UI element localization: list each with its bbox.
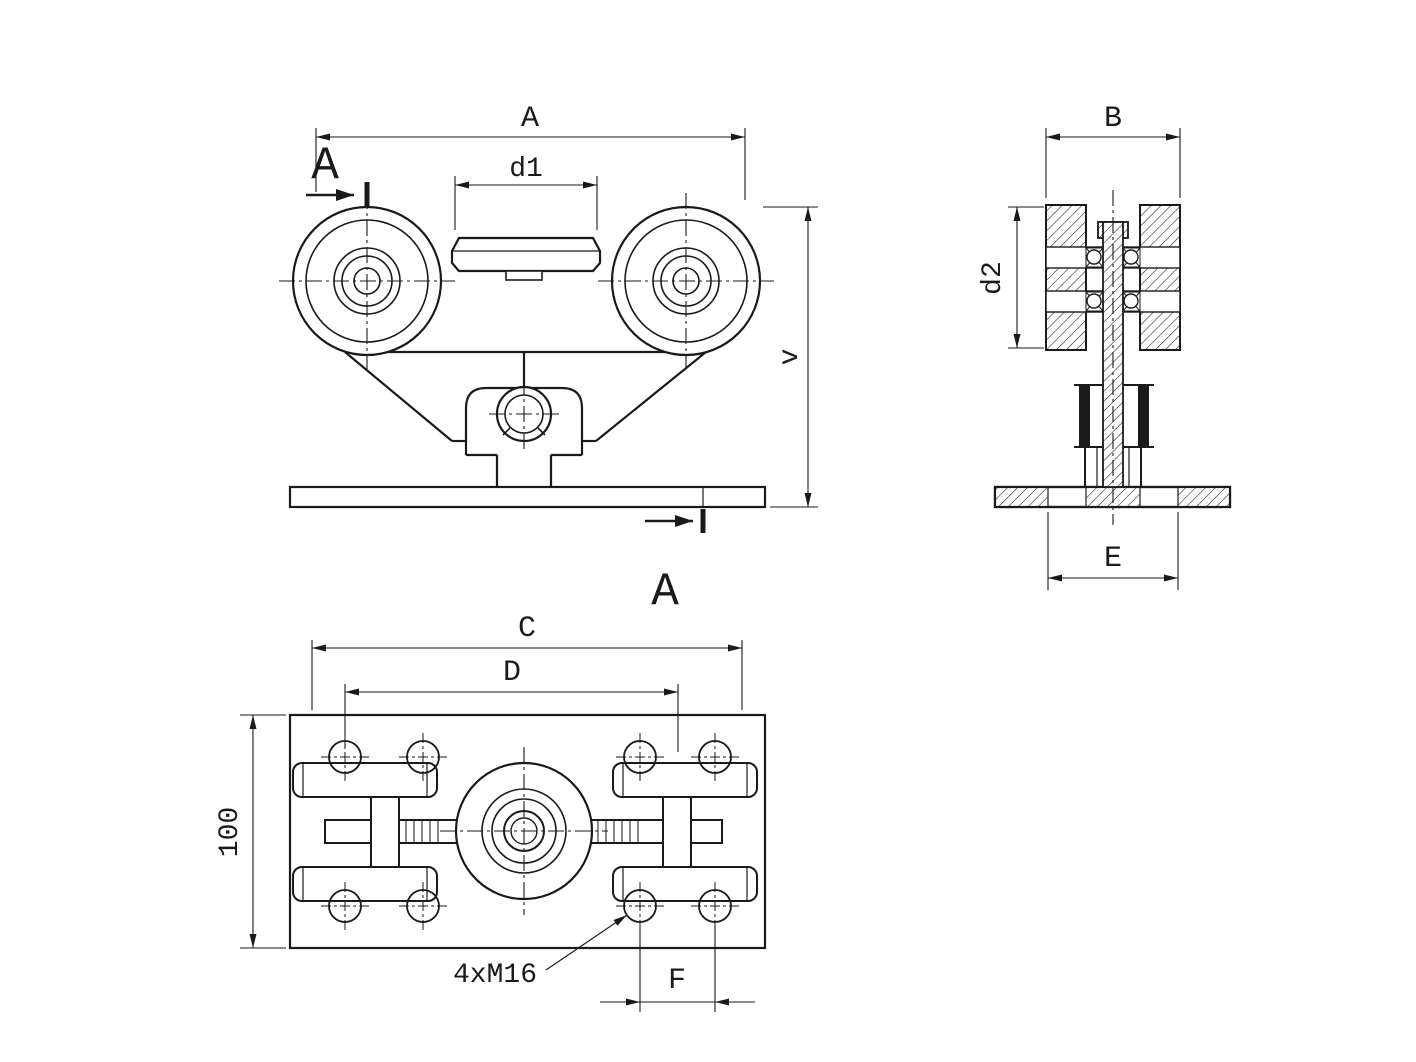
dimension-hole-span-d: D <box>344 656 679 752</box>
dim-label-overall-width: A <box>521 102 539 136</box>
dim-label-height: v <box>775 349 806 366</box>
section-label-bottom: A <box>651 566 679 618</box>
dimension-length-c: C <box>311 612 743 710</box>
dimension-hole-span-e: E <box>1047 512 1179 590</box>
dim-label-hole-span-d: D <box>503 656 521 690</box>
dim-label-plate-width: 100 <box>215 807 246 857</box>
bolt-hole <box>691 733 739 781</box>
dimension-overall-width: A <box>315 102 746 200</box>
center-hub <box>440 747 608 915</box>
dim-label-hole-span-e: E <box>1104 542 1122 576</box>
top-view: C D 100 F 4xM16 <box>215 612 767 1012</box>
bolt-hole <box>321 882 369 930</box>
dimension-plate-width: 100 <box>215 714 286 949</box>
base-plate <box>288 485 767 509</box>
wheel-rim-left-section <box>1045 204 1087 351</box>
roller-link-left <box>370 796 400 868</box>
dimension-rail-width: d1 <box>454 154 598 230</box>
dim-label-width-b: B <box>1104 102 1122 136</box>
bolt-hole <box>399 733 447 781</box>
right-wheel <box>598 193 774 369</box>
mount-bracket <box>464 379 584 487</box>
thread-note-label: 4xM16 <box>453 960 537 991</box>
thread-note-leader <box>545 914 628 971</box>
dimension-hole-pitch-f: F <box>600 926 755 1012</box>
rail-profile <box>450 236 602 281</box>
section-marker-bottom: A <box>645 509 706 618</box>
side-section-view: B d2 E <box>978 102 1232 590</box>
trolley-frame <box>344 350 707 443</box>
wheel-rim-right-section <box>1139 204 1181 351</box>
bolt-hole <box>399 882 447 930</box>
bolt-hole <box>616 882 664 930</box>
front-view: A d1 v A A <box>279 102 818 618</box>
bearing-balls <box>1086 249 1139 309</box>
thread-note: 4xM16 <box>453 914 628 991</box>
dim-label-rail-width: d1 <box>509 154 543 185</box>
roller-link-right <box>662 796 692 868</box>
dim-label-length-c: C <box>518 612 536 646</box>
bolt-hole <box>691 882 739 930</box>
bolt-hole <box>616 733 664 781</box>
section-marker-top: A <box>306 140 370 206</box>
dimension-wheel-diameter: d2 <box>978 206 1044 349</box>
left-wheel <box>279 193 455 369</box>
dim-label-wheel-diameter: d2 <box>978 261 1009 295</box>
dimension-height: v <box>763 206 818 508</box>
dim-label-hole-pitch-f: F <box>668 964 686 998</box>
dimension-width-b: B <box>1045 102 1181 198</box>
section-label-top: A <box>311 140 339 192</box>
roller-pair-left <box>292 762 438 902</box>
